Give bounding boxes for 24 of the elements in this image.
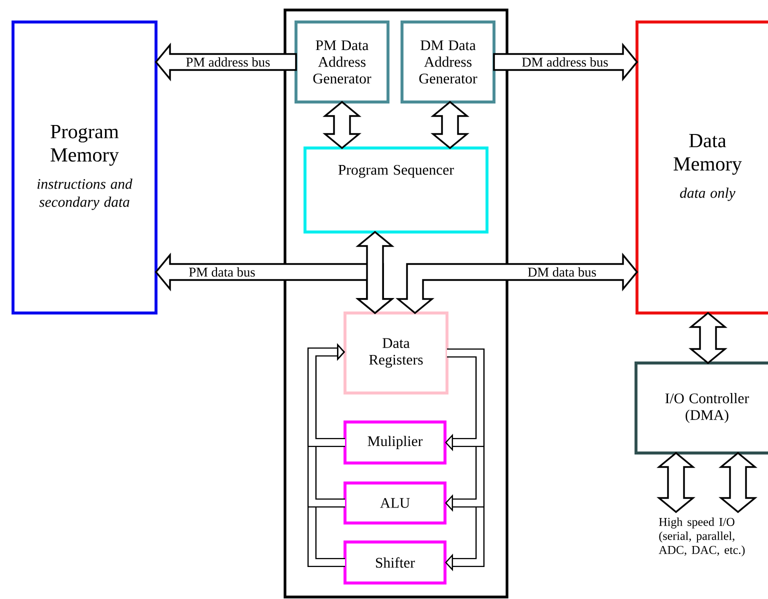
edge-label: DM data bus [526,266,598,278]
io-label: High speed I/O (serial, parallel, ADC, DAC, etc.) [658,518,745,556]
generator-box: DM Data Address Generator [400,20,496,104]
edge-label: PM data bus [187,266,257,278]
edge-label: DM address bus [520,56,610,68]
double-arrow [430,100,470,150]
sequencer-box: Program Sequencer [304,146,488,234]
double-arrow [356,230,394,314]
unit-box: ALU [344,482,446,524]
memory-box: Program Memory instructions and secondary data [12,20,158,314]
double-arrow [718,452,758,514]
double-arrow [656,452,696,514]
data-path-arrow [445,348,485,452]
memory-box: Data Memory data only [636,20,768,314]
register-box: Data Registers [344,312,448,394]
generator-box: PM Data Address Generator [294,20,390,104]
unit-box: Shifter [344,540,446,584]
unit-box: Muliplier [344,420,446,464]
data-path-arrow [307,343,345,448]
controller-box: I/O Controller (DMA) [634,362,768,454]
edge-label: PM address bus [184,56,272,68]
processor-box [284,8,508,598]
double-arrow [322,100,362,150]
double-arrow [688,312,728,364]
